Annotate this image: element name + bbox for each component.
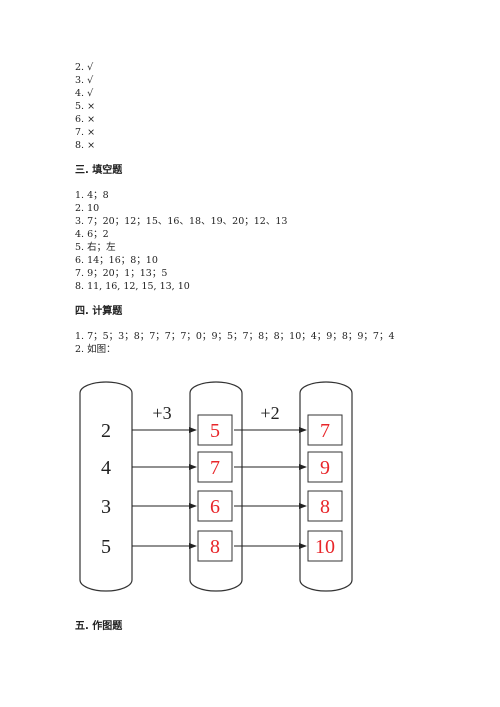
- output-answer: 7: [320, 420, 330, 442]
- fill-answer-2: 2. 10: [75, 203, 100, 214]
- answer-box: [197, 414, 233, 446]
- judgement-answer-4: 4. √: [75, 88, 94, 99]
- middle-answer: 6: [210, 496, 220, 518]
- output-column-frame: [299, 381, 353, 592]
- section-4-heading: 四. 计算题: [75, 306, 123, 317]
- judgement-answer-2: 2. √: [75, 62, 94, 73]
- input-number: 2: [101, 420, 111, 442]
- input-column-frame: [79, 381, 133, 592]
- section-5-heading: 五. 作图题: [75, 621, 123, 632]
- input-number: 5: [101, 536, 111, 558]
- output-answer: 9: [320, 457, 330, 479]
- fill-answer-3: 3. 7；20；12；15、16、18、19、20；12、13: [75, 216, 288, 227]
- input-number: 4: [101, 457, 111, 479]
- middle-answer: 7: [210, 457, 220, 479]
- output-answer: 8: [320, 496, 330, 518]
- answer-box: [307, 414, 343, 446]
- fill-answer-5: 5. 右；左: [75, 242, 116, 253]
- operation-label-plus-3: +3: [152, 403, 171, 423]
- answer-box: [307, 451, 343, 483]
- middle-answer: 8: [210, 536, 220, 558]
- calc-answer-1: 1. 7；5；3；8；7；7；7；0；9；5；7；8；8；10；4；9；8；9；…: [75, 331, 395, 342]
- fill-answer-6: 6. 14；16；8；10: [75, 255, 158, 266]
- output-answer: 10: [315, 536, 335, 558]
- calc-answer-2: 2. 如图：: [75, 344, 116, 355]
- answer-box: [197, 490, 233, 522]
- middle-answer: 5: [210, 420, 220, 442]
- judgement-answer-7: 7. ×: [75, 127, 96, 138]
- fill-answer-1: 1. 4；8: [75, 190, 109, 201]
- fill-answer-4: 4. 6；2: [75, 229, 109, 240]
- middle-column-frame: [189, 381, 243, 592]
- answer-box: [307, 490, 343, 522]
- judgement-answer-6: 6. ×: [75, 114, 96, 125]
- operation-label-plus-2: +2: [260, 403, 279, 423]
- answer-box: [307, 530, 343, 562]
- answer-box: [197, 530, 233, 562]
- judgement-answer-5: 5. ×: [75, 101, 96, 112]
- answer-box: [197, 451, 233, 483]
- judgement-answer-8: 8. ×: [75, 140, 96, 151]
- judgement-answer-3: 3. √: [75, 75, 94, 86]
- fill-answer-7: 7. 9；20；1；13；5: [75, 268, 168, 279]
- section-3-heading: 三. 填空题: [75, 165, 123, 176]
- fill-answer-8: 8. 11, 16, 12, 15, 13, 10: [75, 281, 190, 292]
- input-number: 3: [101, 496, 111, 518]
